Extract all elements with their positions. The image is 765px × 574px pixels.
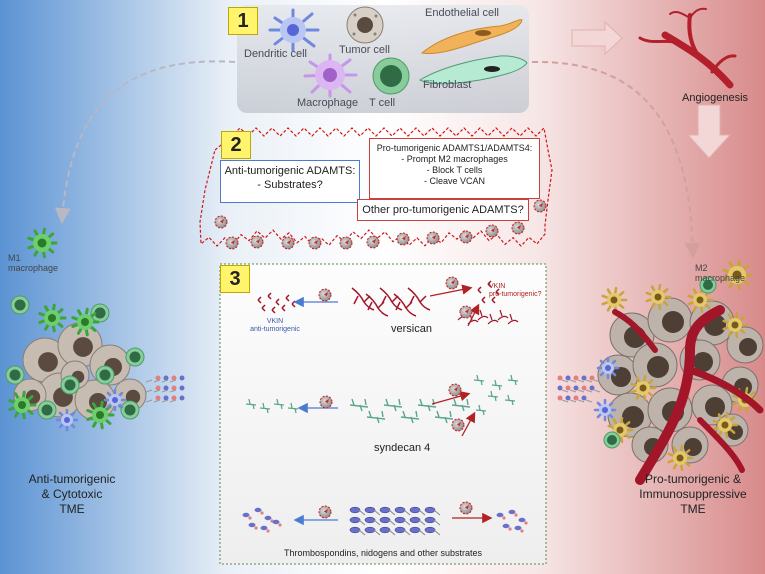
- label-endothelial-cell: Endothelial cell: [425, 7, 499, 19]
- adamts-protease-icon: [459, 230, 473, 244]
- right-tme-line3: TME: [680, 502, 706, 516]
- arc-right: [531, 60, 701, 259]
- thrombospondin-glyph: [349, 506, 441, 536]
- arrow-syndecan-pro: [431, 391, 471, 405]
- arrow-versican-pro: [429, 284, 473, 297]
- vkin-pro-line2: pro-tumorigenic?: [489, 291, 542, 298]
- tumor-cell-icon: [346, 6, 384, 44]
- section-2-badge: 2: [221, 131, 251, 159]
- section-1-badge: 1: [228, 7, 258, 35]
- syndecan-label: syndecan 4: [374, 442, 431, 454]
- left-tme-line2: & Cytotoxic: [41, 487, 103, 501]
- pro-tumorigenic-tme-cluster: [557, 276, 764, 485]
- label-angiogenesis: Angiogenesis: [682, 92, 749, 104]
- label-dendritic-cell: Dendritic cell: [244, 48, 307, 60]
- other-pro-tumorigenic-box: Other pro-tumorigenic ADAMTS?: [357, 199, 529, 221]
- m2-macrophage-label: M2 macrophage: [695, 263, 745, 283]
- adamts-protease-icon: [318, 288, 332, 302]
- adamts-protease-icon: [214, 215, 228, 229]
- adamts-protease-icon: [448, 383, 462, 397]
- other-box-label: Other pro-tumorigenic ADAMTS?: [362, 204, 524, 216]
- right-tme-line2: Immunosuppressive: [639, 487, 747, 501]
- adamts-protease-icon: [366, 235, 380, 249]
- anti-box-line2: - Substrates?: [257, 179, 323, 191]
- anti-tumorigenic-tme-cluster: [5, 295, 185, 432]
- m1-macrophage-label: M1 macrophage: [8, 253, 58, 273]
- adamts-protease-icon: [485, 224, 499, 238]
- t-cell-icon: [372, 57, 410, 95]
- adamts-protease-icon: [318, 505, 332, 519]
- arrow-to-angiogenesis: [571, 20, 623, 56]
- versican-label: versican: [391, 323, 432, 335]
- m2-line1: M2: [695, 263, 708, 273]
- m1-line2: macrophage: [8, 263, 59, 273]
- left-tme-line1: Anti-tumorigenic: [28, 472, 116, 486]
- pro-box-item-1: - Prompt M2 macrophages: [401, 154, 508, 164]
- m2-macrophage-icon: [722, 259, 753, 291]
- adamts-protease-icon: [459, 501, 473, 515]
- vkin-anti-label: VKIN anti-tumorigenic: [240, 318, 310, 334]
- adamts-protease-icon: [511, 221, 525, 235]
- anti-tumorigenic-tme-caption: Anti-tumorigenic & Cytotoxic TME: [12, 472, 132, 517]
- label-t-cell: T cell: [369, 97, 396, 109]
- adamts-protease-icon: [250, 235, 264, 249]
- angiogenesis-vessel-icon: [638, 7, 737, 89]
- anti-tumorigenic-adamts-box: Anti-tumorigenic ADAMTS: - Substrates?: [220, 160, 360, 203]
- vkin-pro-label: VKIN pro-tumorigenic?: [489, 283, 542, 299]
- anti-box-line1: Anti-tumorigenic ADAMTS:: [224, 165, 356, 177]
- arc-left: [54, 60, 236, 224]
- arrow-syndecan-pro-2: [461, 411, 476, 437]
- right-tme-line1: Pro-tumorigenic &: [644, 472, 742, 486]
- arrow-down-to-tme: [686, 104, 732, 159]
- macrophage-icon: [303, 53, 358, 98]
- adamts-protease-icon: [281, 236, 295, 250]
- adamts-protease-icon: [451, 418, 465, 432]
- membrane-zigzag: [199, 126, 553, 247]
- thrombospondin-fragments-left: [242, 507, 282, 533]
- section-3-badge: 3: [220, 265, 250, 293]
- m1-line1: M1: [8, 253, 21, 263]
- vkin-anti-line2: anti-tumorigenic: [250, 326, 300, 333]
- label-fibroblast: Fibroblast: [423, 79, 472, 91]
- syndecan-glyph: [349, 398, 471, 424]
- syndecan-fragments-left: [245, 398, 299, 414]
- dendritic-cell-icon: [268, 8, 320, 52]
- pro-box-item-3: - Cleave VCAN: [423, 176, 486, 186]
- label-macrophage: Macrophage: [297, 97, 359, 109]
- adamts-protease-icon: [308, 236, 322, 250]
- pro-box-item-2: - Block T cells: [426, 165, 483, 175]
- thrombospondins-label: Thrombospondins, nidogens and other subs…: [283, 548, 483, 558]
- pro-box-title: Pro-tumorigenic ADAMTS1/ADAMTS4:: [376, 143, 533, 153]
- adamts-protease-icon: [225, 236, 239, 250]
- syndecan-fragments-right: [473, 374, 519, 416]
- adamts-protease-icon: [459, 305, 473, 319]
- vkin-fragments-right: [477, 280, 500, 304]
- vkin-anti-line1: VKIN: [266, 318, 284, 325]
- blood-vessel: [635, 305, 725, 485]
- adamts-protease-icon: [533, 199, 547, 213]
- arrow-versican-pro-2: [467, 303, 480, 327]
- adamts-protease-icon: [445, 276, 459, 290]
- label-tumor-cell: Tumor cell: [339, 44, 390, 56]
- left-tme-line3: TME: [59, 502, 85, 516]
- vkin-pro-line1: VKIN: [489, 283, 506, 290]
- adamts-protease-icon: [396, 232, 410, 246]
- adamts-protease-icon: [319, 395, 333, 409]
- adamts-protease-icon: [339, 236, 353, 250]
- endothelial-cell-icon: [420, 19, 523, 55]
- fibroblast-icon: [418, 55, 528, 85]
- m1-macrophage-icon: [27, 227, 58, 259]
- pro-tumorigenic-tme-caption: Pro-tumorigenic & Immunosuppressive TME: [628, 472, 758, 517]
- cell-types-panel: [237, 5, 529, 113]
- thrombospondin-fragments-right: [496, 509, 528, 533]
- adamts-protease-icon: [426, 231, 440, 245]
- pro-tumorigenic-adamts-box: Pro-tumorigenic ADAMTS1/ADAMTS4: - Promp…: [369, 138, 540, 199]
- m2-line2: macrophage: [695, 273, 746, 283]
